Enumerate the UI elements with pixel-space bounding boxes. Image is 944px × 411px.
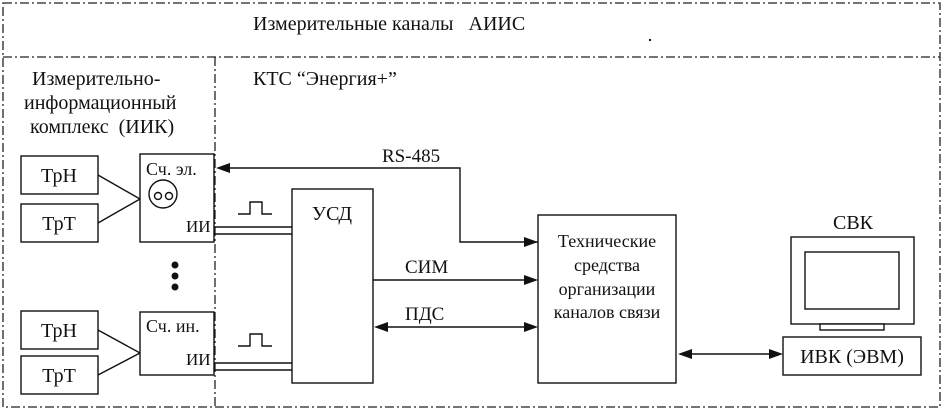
ellipsis-dot-1	[171, 261, 179, 269]
sensor-box-trt-1	[20, 203, 99, 243]
sensor-label-trt-1: ТрТ	[42, 213, 76, 235]
sensor-label-trt-2: ТрТ	[42, 365, 76, 387]
ellipsis-dot-2	[171, 272, 179, 280]
stray-dot	[649, 39, 651, 41]
tech-line-1: Технические	[558, 231, 656, 251]
rs485-arrow-right	[524, 237, 538, 247]
usd-label: УСД	[312, 203, 353, 225]
tech-line-3: организации	[559, 279, 656, 299]
meter-dial-hole-left	[153, 191, 163, 201]
monitor-stand	[819, 323, 885, 331]
ivk-arrow-left	[678, 349, 692, 359]
meter-pulse-label: Сч. ин.	[146, 316, 200, 336]
tech-means-box	[537, 214, 677, 384]
sensor-link-2	[97, 329, 142, 376]
meter-dial-hole-right	[164, 191, 174, 201]
meter-electric-label: Сч. эл.	[146, 159, 197, 179]
rs485-arrow-left	[216, 163, 230, 173]
sim-arrow	[524, 275, 538, 285]
tech-line-4: каналов связи	[554, 302, 661, 322]
meter-pulse-output: ИИ	[186, 350, 211, 369]
aiis-title: Измерительные каналы АИИС	[253, 13, 525, 35]
meter-dial-icon	[148, 179, 178, 209]
pds-arrow-right	[524, 322, 538, 332]
usd-box	[291, 188, 374, 384]
pulse-icon-2	[238, 333, 272, 347]
sensor-box-trn-2	[20, 310, 99, 350]
sensor-box-trt-2	[20, 355, 99, 395]
pds-arrow-left	[374, 322, 388, 332]
pulse-icon-1	[238, 201, 272, 215]
iik-title-line-3: комплекс (ИИК)	[30, 116, 174, 138]
iik-title-line-1: Измерительно-	[32, 68, 160, 90]
meter-pulse	[139, 311, 215, 376]
sensor-label-trn-2: ТрН	[41, 320, 77, 342]
monitor-screen	[804, 251, 900, 310]
sensor-link-1	[97, 174, 142, 224]
pds-label: ПДС	[405, 304, 444, 325]
tech-line-2: средства	[574, 255, 640, 275]
rs485-label: RS-485	[382, 146, 440, 167]
kts-title: КТС “Энергия+”	[253, 68, 397, 90]
meter-electric-output: ИИ	[186, 217, 211, 236]
svk-label: СВК	[833, 212, 874, 234]
sim-label: СИМ	[405, 257, 448, 278]
ivk-box	[782, 336, 922, 376]
sensor-label-trn-1: ТрН	[41, 165, 77, 187]
ellipsis-dot-3	[171, 283, 179, 291]
ivk-label: ИВК (ЭВМ)	[800, 346, 904, 368]
ivk-arrow-right	[769, 349, 783, 359]
iik-title-line-2: информационный	[24, 92, 177, 114]
rs485-line	[228, 167, 538, 243]
